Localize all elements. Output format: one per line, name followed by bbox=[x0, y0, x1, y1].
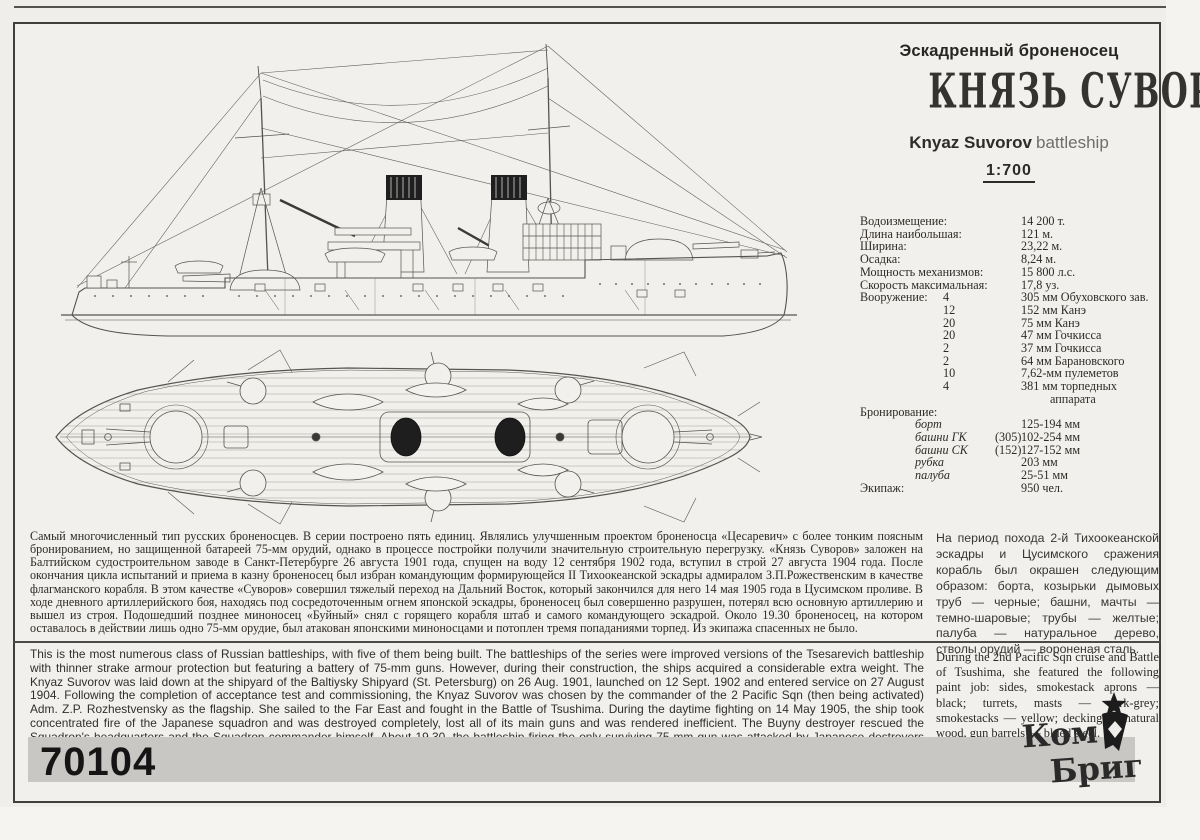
bow-gun-mount bbox=[740, 249, 776, 259]
ship-title-text: КНЯЗЬ СУВОРОВЪ bbox=[928, 64, 1200, 120]
aft-mast bbox=[234, 65, 290, 279]
spec-row: Осадка:8,24 м. bbox=[860, 252, 1057, 267]
aft-funnel bbox=[486, 175, 530, 273]
aft-funnel-plan bbox=[494, 417, 526, 457]
scale-label-wrap: 1:700 bbox=[858, 162, 1160, 183]
logo-star-icon bbox=[1101, 692, 1127, 716]
ship-type-label: Эскадренный броненосец bbox=[899, 42, 1119, 60]
spec-row: Длина наибольшая:121 м. bbox=[860, 226, 1054, 241]
ship-class-en: battleship bbox=[1036, 133, 1109, 152]
secondary-turrets bbox=[226, 351, 595, 523]
armor-section-label: Бронирование: bbox=[860, 404, 938, 419]
fore-main-turret bbox=[624, 238, 740, 261]
specifications-table: Водоизмещение:14 200 т. Длина наибольшая… bbox=[860, 215, 1161, 494]
side-profile-drawing bbox=[61, 43, 797, 337]
catalog-number: 70104 bbox=[40, 740, 157, 784]
capstan bbox=[104, 433, 112, 441]
hull bbox=[61, 252, 797, 337]
spec-row: Ширина:23,22 м. bbox=[860, 239, 1063, 254]
logo-text-line1: Ком bbox=[1021, 714, 1099, 755]
spec-row: Водоизмещение:14 200 т. bbox=[860, 214, 1066, 228]
forward-boat-skids bbox=[522, 223, 602, 261]
aft-main-turret-plan bbox=[615, 404, 713, 470]
davits bbox=[167, 349, 761, 525]
scale-label: 1:700 bbox=[983, 162, 1035, 183]
deck-plan-drawing bbox=[55, 349, 763, 525]
history-paragraph-russian: Самый многочисленный тип русских бронено… bbox=[30, 529, 923, 636]
ship-name-en: Knyaz Suvorov bbox=[909, 133, 1033, 152]
boats-plan bbox=[312, 382, 569, 492]
capstan bbox=[706, 433, 714, 441]
funnel-casing bbox=[379, 411, 531, 463]
ships-boats bbox=[174, 246, 498, 274]
aft-main-turret bbox=[182, 269, 301, 291]
stern-fittings-plan bbox=[749, 433, 763, 441]
casemate-ports bbox=[254, 283, 686, 298]
fore-deckhouse bbox=[223, 425, 249, 449]
armor-row: башни ГК(305)102-254 мм bbox=[915, 429, 1081, 444]
conning-tower bbox=[610, 245, 627, 261]
catalog-number-bar bbox=[28, 737, 1135, 782]
paint-scheme-english: During the 2nd Pacific Sqn cruise and Ba… bbox=[936, 650, 1159, 741]
armament-continuation: аппарата bbox=[1050, 391, 1096, 406]
bow-fittings bbox=[81, 403, 131, 471]
torpedo-net-booms bbox=[264, 289, 640, 311]
logo-text-line2: Бриг bbox=[1049, 746, 1144, 790]
spec-row: Скорость максимальная:17,8 уз. bbox=[860, 277, 1060, 292]
paint-scheme-russian: На период похода 2-й Тихоокеанской эскад… bbox=[936, 531, 1159, 657]
logo-diamond-icon bbox=[1108, 721, 1122, 738]
combrig-logo: Ком Бриг bbox=[1021, 692, 1144, 791]
page-border-frame bbox=[13, 22, 1161, 803]
portholes bbox=[94, 283, 761, 297]
fore-main-turret-plan bbox=[105, 404, 209, 470]
scan-bottom-margin bbox=[0, 807, 1200, 840]
fore-funnel-plan bbox=[390, 417, 422, 457]
aft-mast-plan bbox=[311, 432, 321, 442]
ship-title-decorative: КНЯЗЬ СУВОРОВЪ bbox=[856, 64, 1200, 128]
scan-right-margin bbox=[1166, 0, 1200, 840]
section-divider-line bbox=[13, 641, 1161, 643]
crew-row: Экипаж:950 чел. bbox=[860, 480, 1063, 495]
spec-row: Мощность механизмов:15 800 л.с. bbox=[860, 264, 1076, 279]
scan-edge-line bbox=[14, 6, 1180, 8]
fore-mast-plan bbox=[555, 432, 565, 442]
stern-fittings bbox=[86, 256, 137, 289]
armor-row: башни СК(152)127-152 мм bbox=[915, 442, 1081, 457]
